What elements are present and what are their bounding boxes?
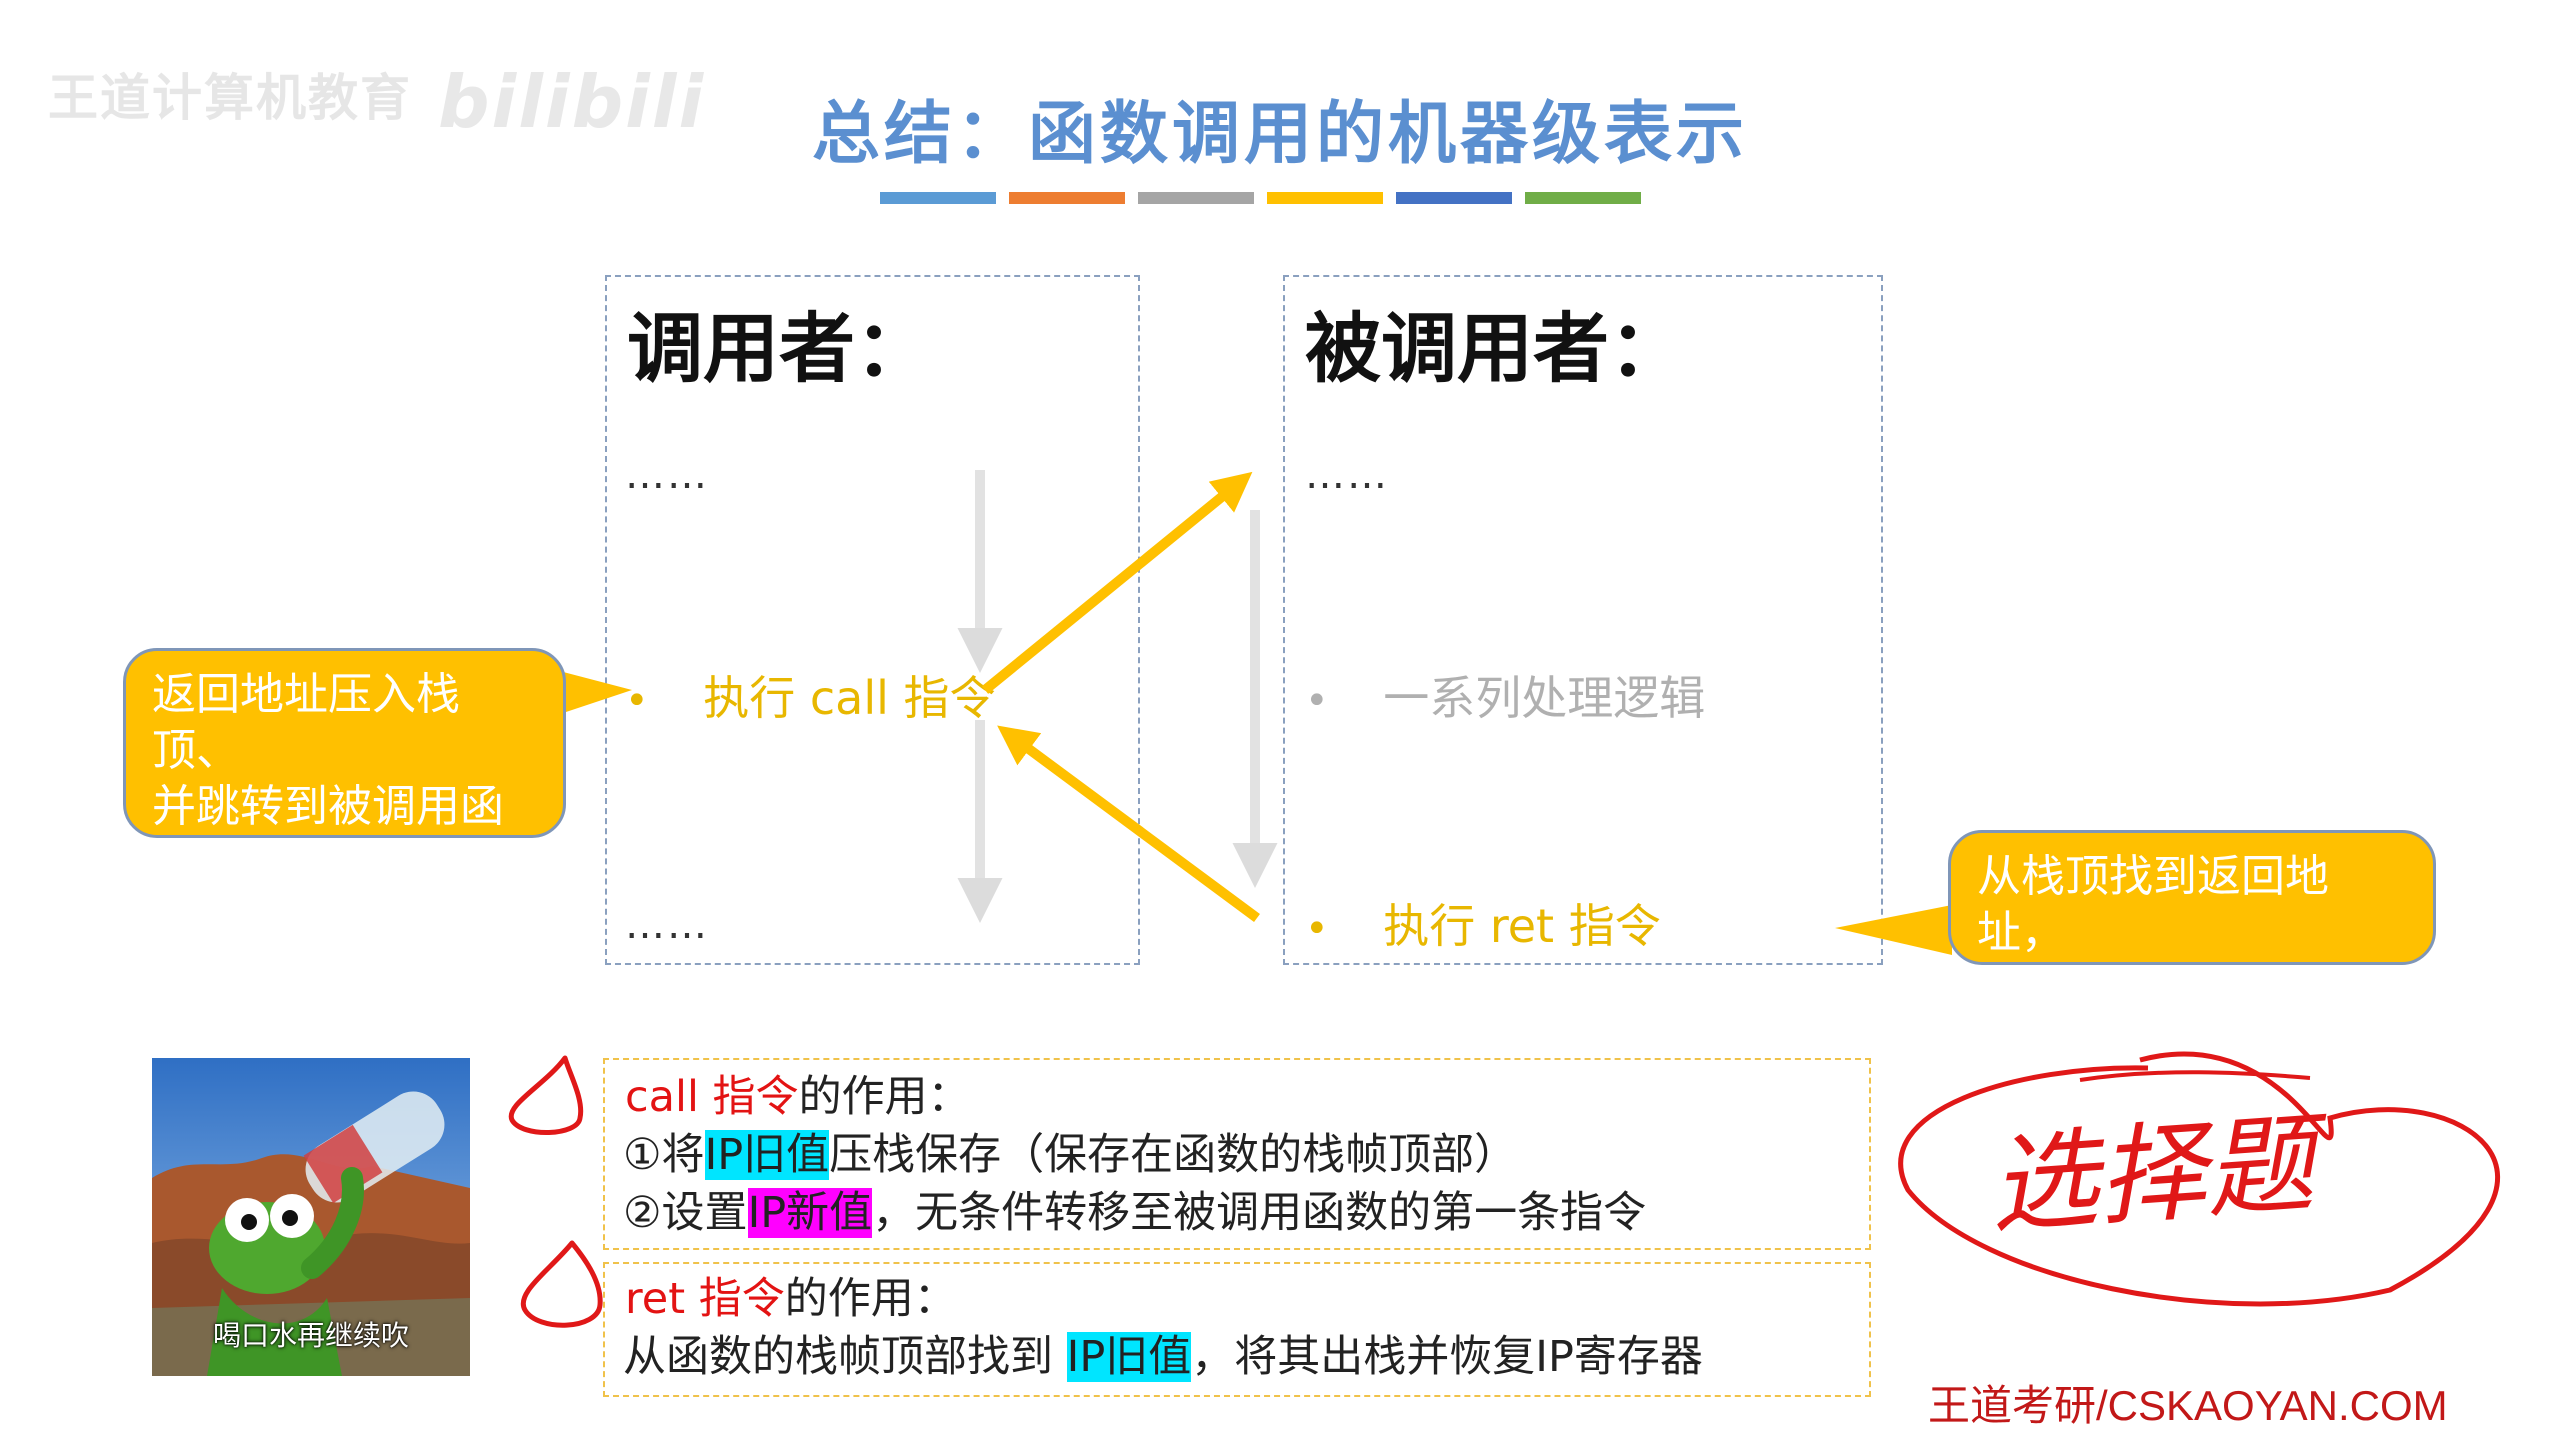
bullet-dot: • (1305, 906, 1329, 952)
logic-item: • 一系列处理逻辑 (1305, 662, 1705, 728)
call-box-title: call 指令的作用： (625, 1068, 971, 1126)
kermit-image (152, 1058, 470, 1376)
call-item-label: 执行 call 指令 (703, 671, 996, 725)
color-bar (1525, 192, 1641, 204)
kermit-photo: 喝口水再继续吹 (152, 1058, 470, 1376)
photo-caption: 喝口水再继续吹 (212, 1319, 409, 1352)
call-line1-prefix: ①将 (623, 1130, 705, 1180)
call-box-title-rest: 的作用： (798, 1072, 971, 1122)
ret-box-title-keyword: ret 指令 (625, 1274, 785, 1324)
call-box-title-keyword: call 指令 (625, 1072, 799, 1122)
caller-box: 调用者： …… • 执行 call 指令 …… (605, 275, 1140, 965)
callee-dots-top: …… (1305, 452, 1389, 498)
ip-old-value-highlight: IP旧值 (704, 1130, 830, 1180)
ip-new-value-highlight: IP新值 (747, 1188, 873, 1238)
ret-callout-tail (1835, 905, 1952, 955)
ip-old-value-highlight: IP旧值 (1066, 1332, 1192, 1382)
ret-line1-prefix: 从函数的栈帧顶部找到 (623, 1332, 1067, 1382)
red-star-mark (520, 1240, 603, 1328)
ret-box-title-rest: 的作用： (784, 1274, 957, 1324)
slide-title: 总结：函数调用的机器级表示 (811, 95, 1748, 174)
red-stroke (2079, 1070, 2311, 1082)
call-line2-suffix: ，无条件转移至被调用函数的第一条指令 (872, 1188, 1647, 1238)
handwriting-text: 选择题 (1986, 1101, 2335, 1249)
call-callout-line: 数第一条指令 (152, 837, 416, 888)
red-star-mark (508, 1055, 584, 1135)
bilibili-logo: bilibili (438, 59, 706, 144)
call-callout-line: 并跳转到被调用函 (152, 781, 504, 832)
call-line2-prefix: ②设置 (623, 1188, 748, 1238)
call-line1-suffix: 压栈保存（保存在函数的栈帧顶部） (829, 1130, 1518, 1180)
call-jump-arrow (981, 471, 1253, 694)
watermark-text: 王道计算机教育 (48, 69, 412, 127)
ret-callout-line: 从栈顶找到返回地址， (1977, 851, 2329, 958)
call-callout-line: 返回地址压入栈顶、 (152, 669, 460, 776)
caller-heading: 调用者： (627, 304, 931, 393)
watermark: 王道计算机教育 bilibili (48, 58, 705, 144)
color-bar (1138, 192, 1254, 204)
ret-instruction-box: ret 指令的作用： 从函数的栈帧顶部找到 IP旧值，将其出栈并恢复IP寄存器 (603, 1262, 1871, 1397)
bullet-dot: • (1305, 678, 1329, 724)
ret-callout-line: 出栈并恢复 IP 值 (1977, 963, 2309, 1014)
color-bar (880, 192, 996, 204)
caller-dots-bottom: …… (625, 902, 709, 948)
call-item: • 执行 call 指令 (625, 662, 996, 728)
ret-box-title: ret 指令的作用： (625, 1270, 957, 1328)
color-bar (1009, 192, 1125, 204)
ret-box-line-1: 从函数的栈帧顶部找到 IP旧值，将其出栈并恢复IP寄存器 (623, 1328, 1703, 1386)
ret-item: • 执行 ret 指令 (1305, 890, 1661, 956)
call-callout: 返回地址压入栈顶、 并跳转到被调用函 数第一条指令 (123, 648, 566, 888)
call-box-line-1: ①将IP旧值压栈保存（保存在函数的栈帧顶部） (623, 1126, 1517, 1184)
logic-item-label: 一系列处理逻辑 (1383, 671, 1706, 725)
color-bar (1396, 192, 1512, 204)
callee-box: 被调用者： …… • 一系列处理逻辑 • 执行 ret 指令 (1283, 275, 1883, 965)
bullet-dot: • (625, 678, 649, 724)
caller-dots-top: …… (625, 452, 709, 498)
call-instruction-box: call 指令的作用： ①将IP旧值压栈保存（保存在函数的栈帧顶部） ②设置IP… (603, 1058, 1871, 1250)
ret-item-label: 执行 ret 指令 (1383, 899, 1661, 953)
color-bar-strip (880, 192, 1641, 204)
callee-heading: 被调用者： (1305, 304, 1685, 393)
ret-line1-suffix: ，将其出栈并恢复IP寄存器 (1191, 1332, 1703, 1382)
call-callout-tail (548, 668, 632, 718)
footer-brand: 王道考研/CSKAOYAN.COM (1928, 1382, 2448, 1429)
red-circle-mark (1898, 1051, 2501, 1307)
call-box-line-2: ②设置IP新值，无条件转移至被调用函数的第一条指令 (623, 1184, 1646, 1242)
color-bar (1267, 192, 1383, 204)
ret-return-arrow (997, 725, 1260, 923)
ret-callout: 从栈顶找到返回地址， 出栈并恢复 IP 值 (1948, 830, 2436, 1014)
